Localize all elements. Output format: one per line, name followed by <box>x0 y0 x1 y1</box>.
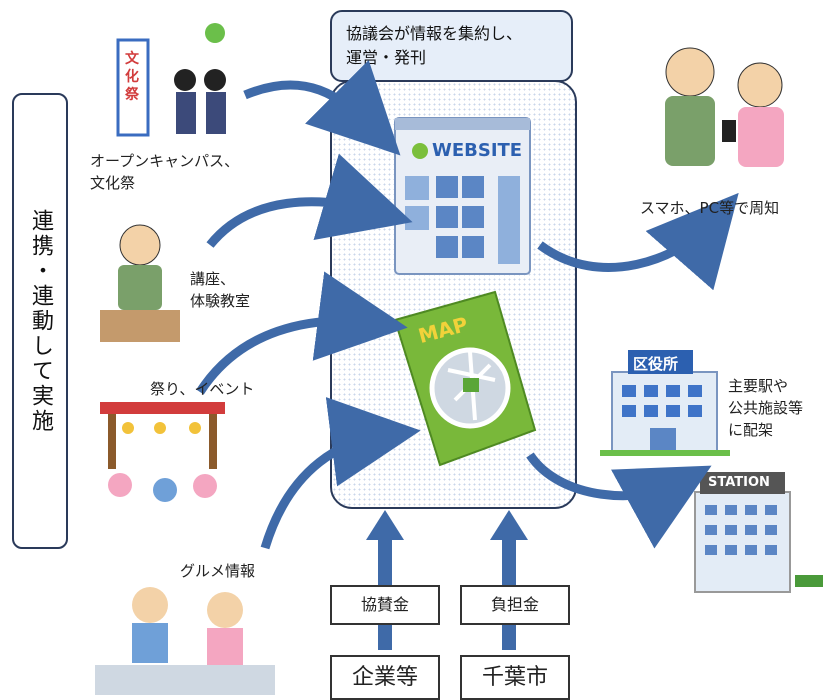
culture-festival-sign: 文化祭 <box>125 51 139 103</box>
city-box: 千葉市 <box>460 655 570 700</box>
station-sign: STATION <box>708 475 770 490</box>
station-building-icon <box>694 472 823 593</box>
arrow-up-sponsorship <box>366 510 404 540</box>
label-smartphone: スマホ、PC等で周知 <box>640 199 780 217</box>
smartphone-couple-icon <box>665 47 784 167</box>
culture-festival-sign-icon <box>116 23 226 137</box>
website-icon <box>394 117 531 275</box>
label-open-campus: オープンキャンパス、 文化祭 <box>90 152 240 192</box>
arrow-lecture <box>206 153 413 248</box>
sponsorship-box: 協賛金 <box>330 585 440 625</box>
arrow-to-smartphone <box>537 192 739 291</box>
map-book-icon <box>393 290 537 467</box>
festival-stall-icon <box>100 402 225 502</box>
ward-office-building-icon <box>600 350 730 456</box>
gourmet-people-icon <box>95 587 275 695</box>
arrow-gourmet <box>260 397 421 550</box>
vertical-label: 連携・連動して実施 <box>28 208 53 434</box>
label-festival: 祭り、イベント <box>150 380 255 398</box>
label-lecture: 講座、 体験教室 <box>190 270 251 310</box>
website-title: WEBSITE <box>432 140 523 161</box>
arrow-up-contribution <box>490 510 528 540</box>
arrow-open-campus <box>243 59 401 156</box>
arrow-to-distribution <box>526 452 712 549</box>
vertical-label-box: 連携・連動して実施 <box>12 93 68 549</box>
label-gourmet: グルメ情報 <box>180 562 256 580</box>
label-distribution: 主要駅や 公共施設等 に配架 <box>728 377 804 439</box>
ward-office-sign: 区役所 <box>633 355 679 373</box>
contribution-box: 負担金 <box>460 585 570 625</box>
companies-box: 企業等 <box>330 655 440 700</box>
arrow-festival <box>196 271 408 395</box>
workshop-person-icon <box>100 224 180 342</box>
